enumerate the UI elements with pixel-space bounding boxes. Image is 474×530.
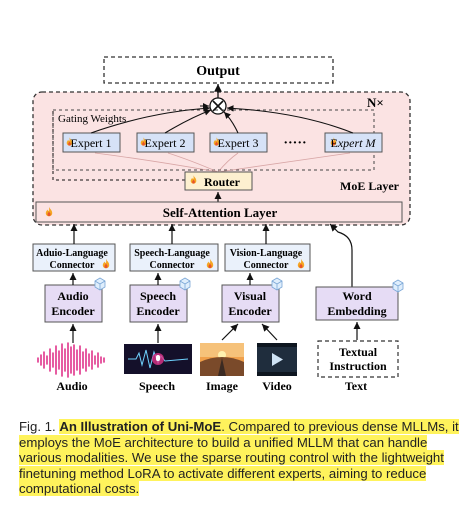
figure-caption: Fig. 1. An Illustration of Uni-MoE. Comp…	[19, 419, 459, 497]
caption-body: . Compared to previous dense MLLMs, it e…	[19, 419, 459, 496]
svg-text:Expert M: Expert M	[331, 136, 377, 150]
svg-text:Word: Word	[342, 289, 372, 303]
audio-waveform-image	[37, 342, 105, 378]
self-attention-box	[35, 201, 403, 223]
svg-text:Connector: Connector	[50, 260, 96, 271]
textual-instruction-box	[317, 340, 399, 378]
image-thumbnail	[200, 343, 244, 376]
svg-text:Embedding: Embedding	[327, 304, 386, 318]
expert-ellipsis: ·····	[283, 136, 306, 151]
svg-text:Visual: Visual	[234, 289, 267, 303]
svg-text:Connector: Connector	[150, 260, 196, 271]
svg-text:Speech-Language: Speech-Language	[134, 248, 210, 259]
input-label-speech: Speech	[139, 379, 175, 393]
svg-text:Expert 1: Expert 1	[71, 136, 112, 150]
expert-m: Expert M	[324, 132, 383, 153]
self-attention-label: Self-Attention Layer	[163, 205, 278, 220]
moe-layer-label: MoE Layer	[340, 179, 400, 193]
gating-weights-label: Gating Weights	[58, 113, 126, 125]
svg-text:Speech: Speech	[140, 289, 176, 303]
expert-3: Expert 3	[209, 132, 268, 153]
expert-1: Expert 1	[62, 132, 121, 153]
architecture-diagram: Output N× Gating Weights Expert 1 Expert…	[32, 56, 411, 393]
video-thumbnail	[257, 343, 297, 376]
caption-prefix: Fig. 1.	[19, 419, 60, 434]
word-embedding: Word Embedding	[315, 279, 404, 321]
svg-text:Audio: Audio	[57, 289, 88, 303]
router-box	[184, 171, 253, 191]
svg-text:Aduio-Language: Aduio-Language	[36, 248, 108, 259]
svg-text:Encoder: Encoder	[51, 304, 95, 318]
vision-language-connector: Vision-Language Connector	[224, 243, 311, 272]
input-label-text: Text	[345, 379, 367, 393]
output-label: Output	[196, 64, 240, 79]
svg-text:Expert 2: Expert 2	[145, 136, 186, 150]
expert-2: Expert 2	[136, 132, 195, 153]
input-label-image: Image	[206, 379, 239, 393]
speech-image	[124, 344, 192, 374]
svg-text:Vision-Language: Vision-Language	[230, 248, 303, 259]
svg-text:Encoder: Encoder	[228, 304, 272, 318]
textual-instruction-line1: Textual	[339, 345, 378, 359]
speech-language-connector: Speech-Language Connector	[129, 243, 219, 272]
input-label-video: Video	[262, 379, 292, 393]
moe-repeat-label: N×	[367, 95, 384, 110]
speech-encoder: Speech Encoder	[129, 277, 191, 323]
audio-language-connector: Aduio-Language Connector	[32, 243, 116, 272]
input-label-audio: Audio	[56, 379, 87, 393]
svg-text:Connector: Connector	[244, 260, 290, 271]
output-box	[103, 56, 334, 84]
svg-text:Encoder: Encoder	[136, 304, 180, 318]
textual-instruction-line2: Instruction	[329, 359, 387, 373]
audio-encoder: Audio Encoder	[44, 277, 106, 323]
svg-text:Expert 3: Expert 3	[218, 136, 259, 150]
moe-block	[32, 91, 411, 226]
visual-encoder: Visual Encoder	[221, 277, 283, 323]
router-label: Router	[204, 175, 241, 189]
caption-title: An Illustration of Uni-MoE	[59, 419, 222, 434]
